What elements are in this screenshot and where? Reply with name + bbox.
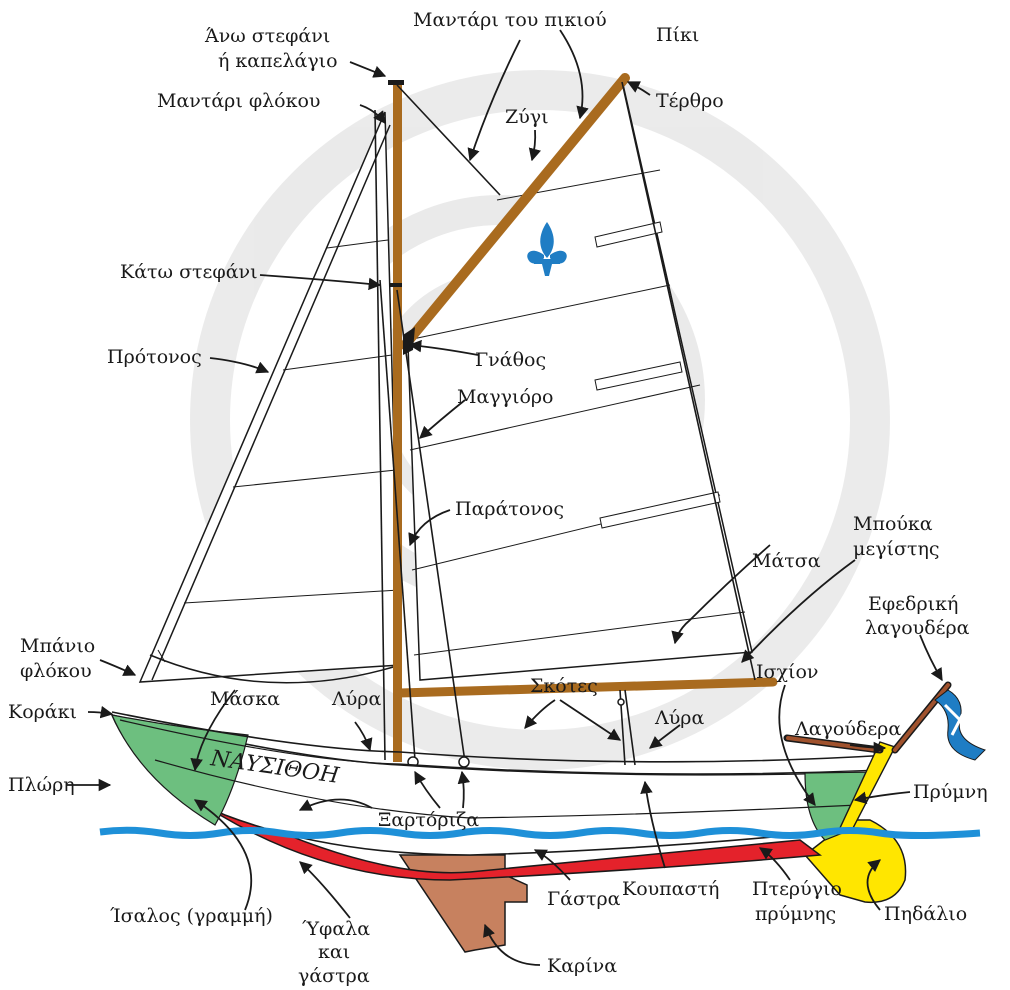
- label-lyra-right: Λύρα: [654, 707, 704, 729]
- label-yfala-3: γάστρα: [298, 965, 370, 987]
- label-pidalio: Πηδάλιο: [884, 903, 967, 925]
- shroud-fitting-right: [459, 757, 469, 767]
- spare-tiller-fill: [895, 685, 948, 750]
- label-zygi: Ζύγι: [505, 106, 549, 128]
- label-koupasti: Κουπαστή: [622, 878, 719, 900]
- label-piki: Πίκι: [656, 24, 699, 46]
- label-pterygio-1: Πτερύγιο: [752, 878, 842, 900]
- label-efedriki-2: λαγουδέρα: [865, 617, 970, 639]
- label-koraki: Κοράκι: [8, 701, 77, 723]
- label-protonos: Πρότονος: [107, 346, 202, 368]
- label-banio-2: φλόκου: [20, 660, 92, 682]
- label-banio-1: Μπάνιο: [20, 635, 95, 657]
- label-pterygio-2: πρύμνης: [755, 903, 836, 925]
- label-yfala-1: Ύφαλα: [302, 918, 370, 940]
- label-ano-stefani-1: Άνω στεφάνι: [204, 25, 330, 47]
- label-prymni: Πρύμνη: [913, 781, 988, 803]
- label-bouka-2: μεγίστης: [853, 538, 940, 560]
- label-ano-stefani-2: ή καπελάγιο: [218, 50, 338, 72]
- label-gastra: Γάστρα: [547, 888, 621, 910]
- mast-top-cap: [388, 80, 404, 85]
- label-xartoriza: Ξαρτόριζα: [378, 809, 479, 831]
- label-maggioro: Μαγγιόρο: [457, 386, 554, 408]
- label-karina: Καρίνα: [547, 955, 617, 977]
- label-lyra-left: Λύρα: [331, 688, 381, 710]
- mast-lower-band: [390, 283, 402, 287]
- mast: [393, 82, 402, 762]
- label-paratonos: Παράτονος: [455, 498, 564, 520]
- label-plori: Πλώρη: [8, 774, 75, 796]
- greek-flag: [935, 690, 985, 760]
- label-matsa: Μάτσα: [752, 550, 821, 572]
- label-mantari-pikiou: Μαντάρι του πικιού: [413, 9, 607, 31]
- label-terthro: Τέρθρο: [656, 90, 724, 112]
- label-isalos: Ίσαλος (γραμμή): [110, 905, 273, 927]
- label-skotes: Σκότες: [530, 675, 598, 697]
- label-kato-stefani: Κάτω στεφάνι: [120, 261, 258, 283]
- label-ischion: Ισχίον: [756, 661, 818, 683]
- label-efedriki-1: Εφεδρική: [868, 593, 958, 615]
- label-lagoudera: Λαγούδερα: [794, 718, 901, 740]
- sheet-block: [618, 699, 624, 705]
- label-gnathos: Γνάθος: [475, 349, 546, 371]
- label-maska: Μάσκα: [210, 688, 280, 710]
- label-yfala-2: και: [318, 941, 350, 963]
- label-mantari-flokou: Μαντάρι φλόκου: [157, 90, 321, 112]
- label-bouka-1: Μπούκα: [853, 513, 933, 535]
